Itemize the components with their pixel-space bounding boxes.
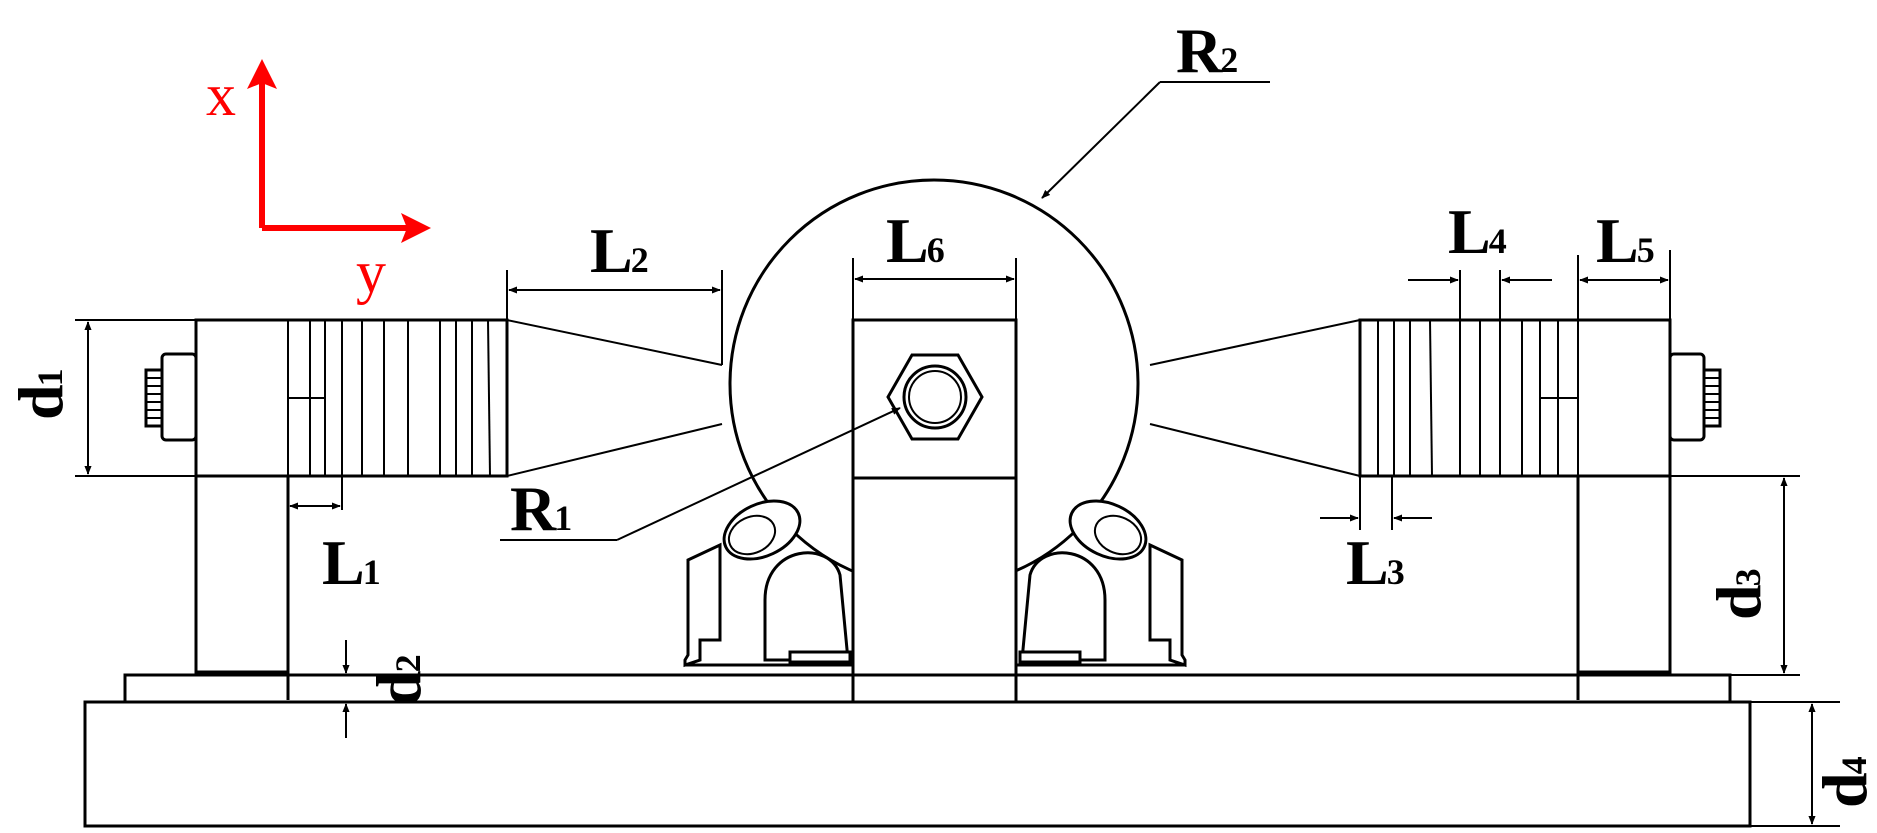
label-r1: R1 — [510, 473, 572, 544]
axis-x-label: x — [206, 62, 236, 128]
axis-y-label: y — [356, 239, 386, 305]
dimension-l4 — [1408, 270, 1552, 320]
leader-r1 — [500, 407, 901, 541]
label-d2: d2 — [363, 654, 434, 706]
label-l1: L1 — [322, 527, 381, 598]
hex-nut — [886, 353, 984, 441]
left-clamp-bracket — [683, 499, 855, 668]
dimension-d1 — [75, 319, 196, 477]
dimension-d2 — [288, 640, 360, 738]
label-l5: L5 — [1596, 205, 1655, 276]
dimension-l2 — [506, 270, 723, 365]
left-cone — [506, 319, 723, 477]
left-transducer — [194, 318, 509, 478]
dimension-d3 — [1670, 475, 1800, 676]
label-l4: L4 — [1448, 196, 1507, 267]
label-d3: d3 — [1703, 568, 1774, 620]
label-r2: R2 — [1176, 15, 1238, 86]
right-support — [1576, 474, 1672, 700]
label-l2: L2 — [590, 215, 649, 286]
label-l3: L3 — [1346, 527, 1405, 598]
right-transducer — [1358, 318, 1672, 478]
dimension-l5 — [1577, 250, 1671, 320]
left-connector — [144, 352, 198, 442]
label-d4: d4 — [1809, 756, 1877, 808]
dimension-l3 — [1320, 476, 1432, 530]
label-l6: L6 — [886, 205, 945, 276]
leader-r2 — [1041, 81, 1270, 199]
right-cone — [1149, 319, 1361, 477]
axis-indicator: x y — [206, 59, 431, 305]
label-d1: d1 — [5, 368, 76, 420]
right-clamp-bracket — [1015, 499, 1187, 668]
left-support — [194, 474, 290, 700]
dimension-d4 — [1750, 701, 1840, 827]
right-connector — [1668, 352, 1722, 442]
dimension-l6 — [852, 258, 1017, 320]
dimension-l1 — [287, 476, 343, 510]
